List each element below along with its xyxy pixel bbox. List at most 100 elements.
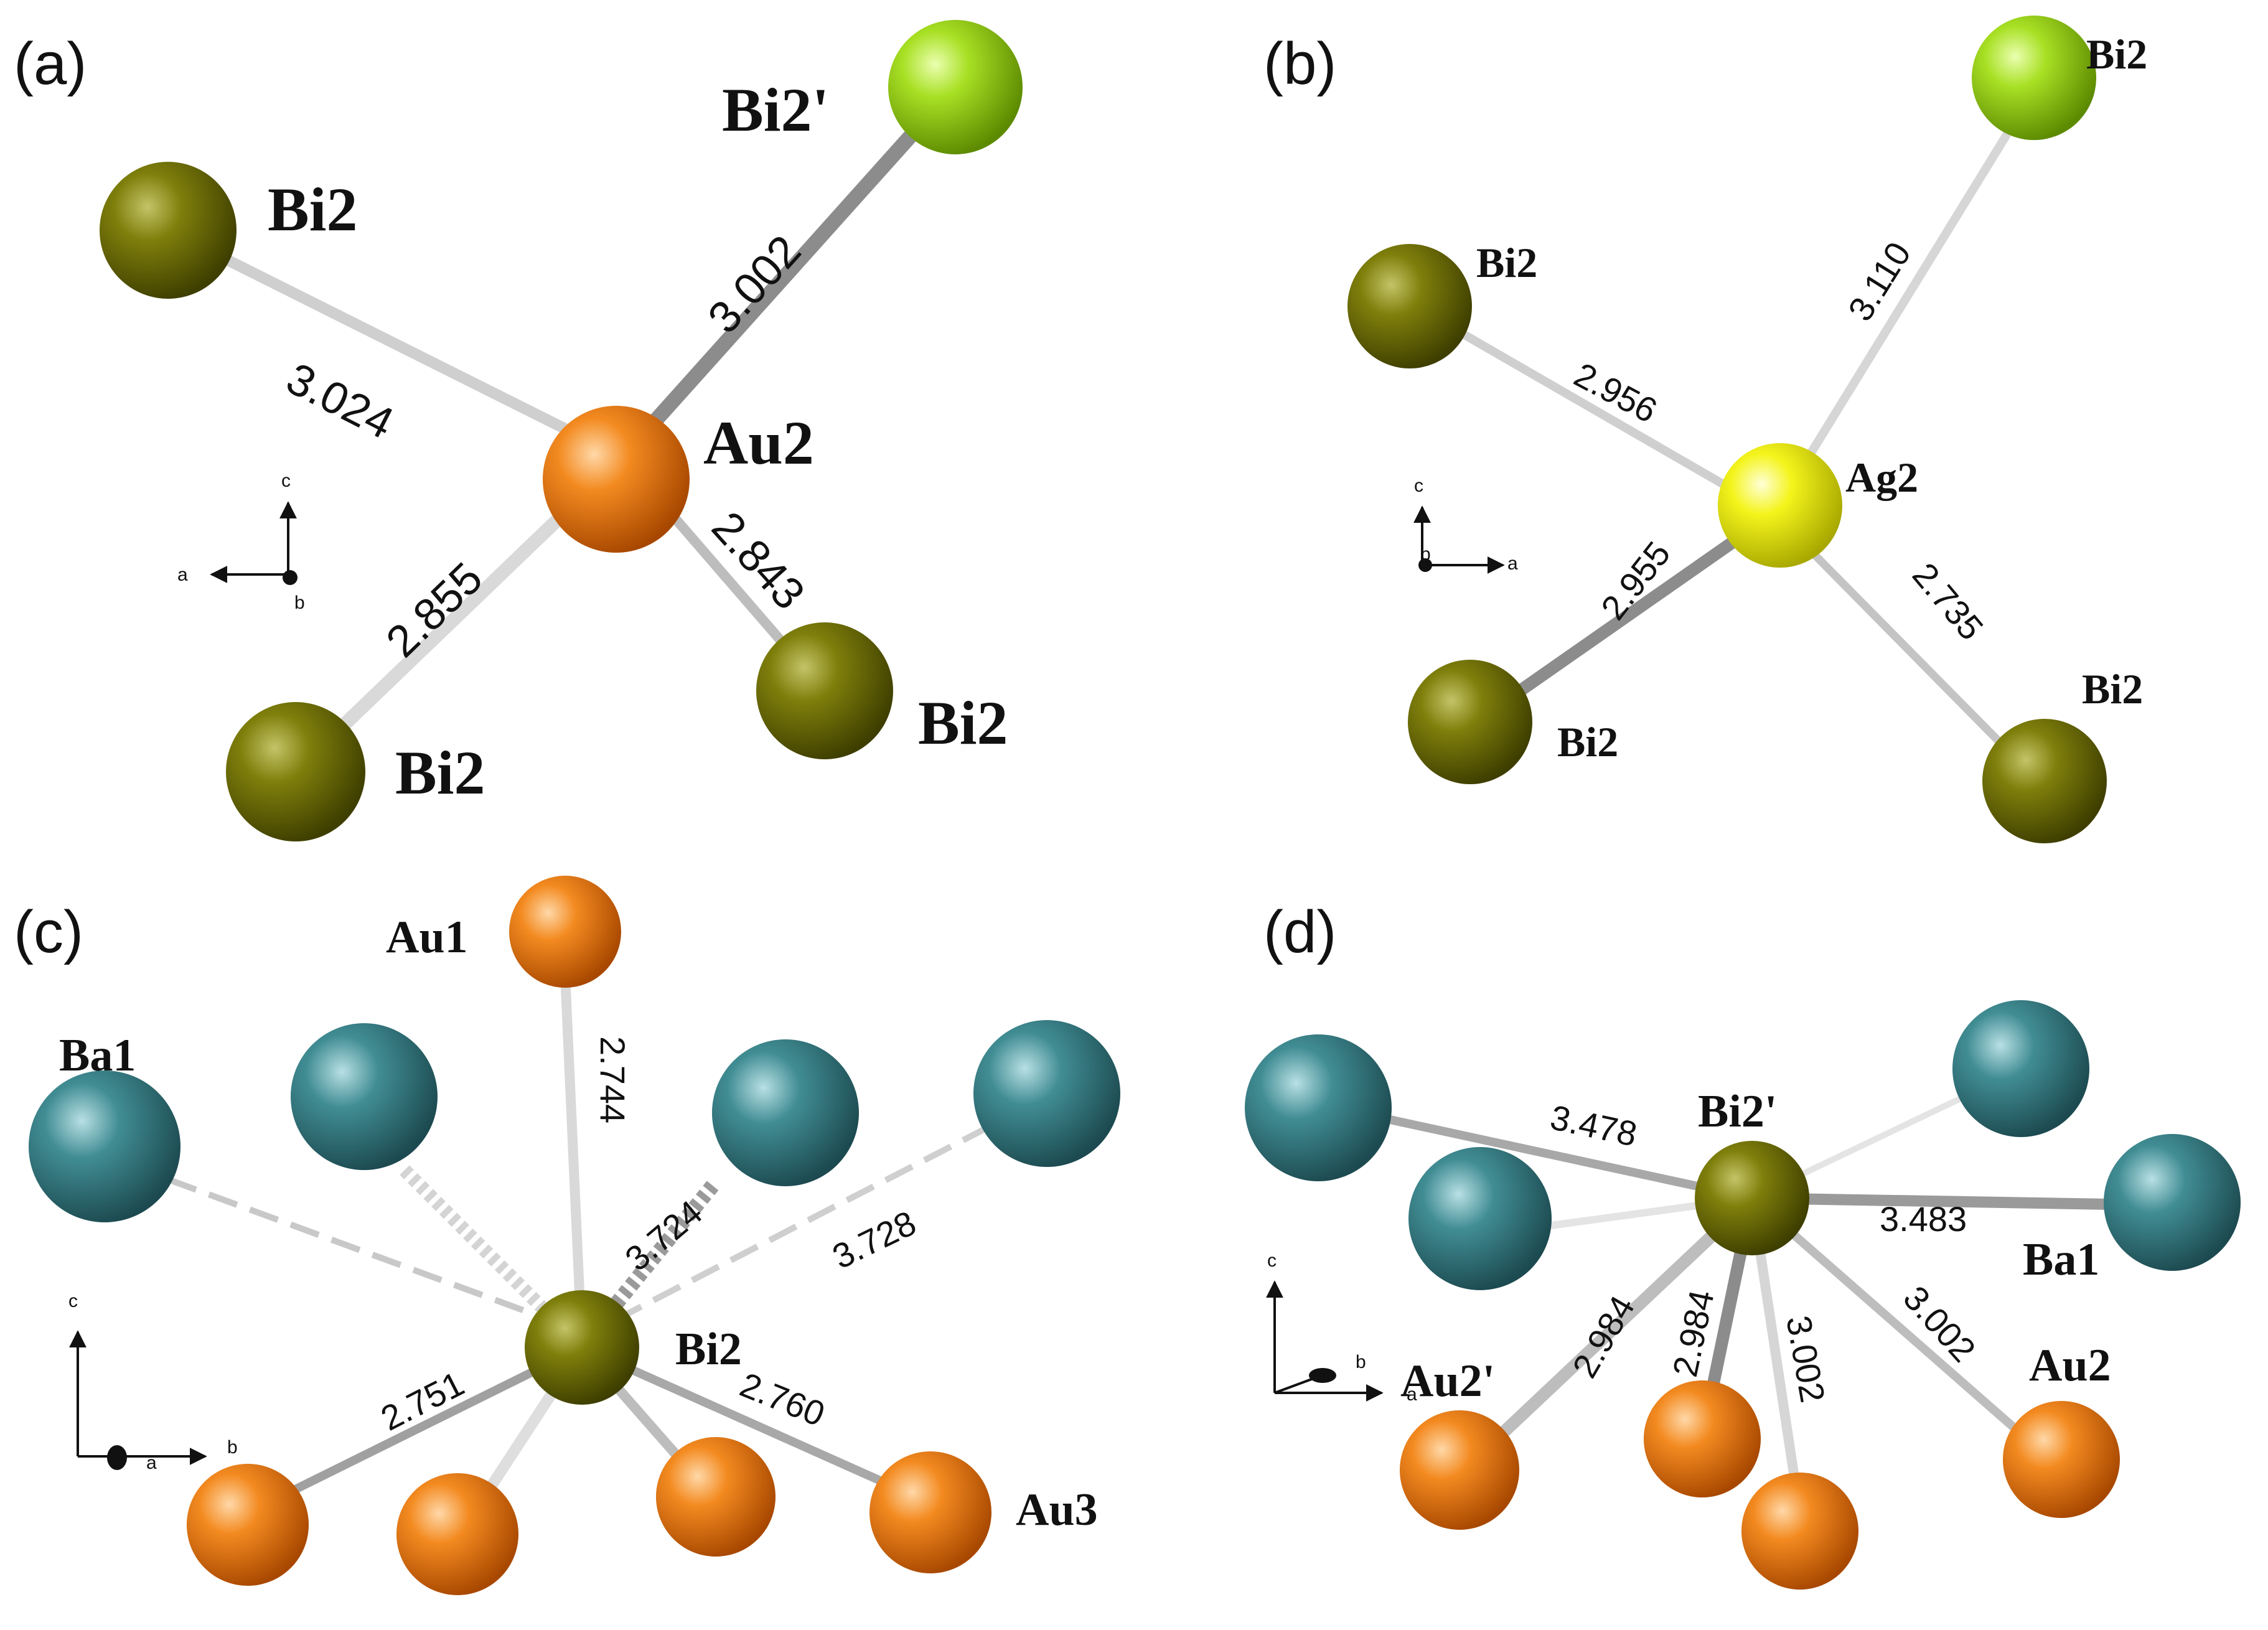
label-a-bi2-ll: Bi2 — [395, 738, 485, 807]
dist-b-ur: 3.110 — [1840, 235, 1918, 328]
axis-d-c: c — [1267, 1250, 1277, 1271]
bond-d-ba-r — [1751, 1192, 2111, 1210]
label-a-au2: Au2 — [703, 408, 814, 477]
atom-b-ag2 — [1718, 443, 1842, 568]
panel-a: (a) Bi2 Bi2' Au2 Bi2 Bi2 3.002 3.024 2.8… — [14, 20, 1023, 841]
axes-c: c b a — [68, 1291, 238, 1473]
bond-d-ba-ul — [1377, 1113, 1753, 1202]
axis-b-c: c — [1414, 475, 1423, 496]
atom-d-au2prime — [1400, 1410, 1519, 1530]
label-a-bi2prime: Bi2' — [722, 75, 829, 144]
atom-b-bi2-ur — [1972, 16, 2096, 140]
axis-a-b: b — [294, 593, 305, 613]
bond-c-au-left — [259, 1343, 584, 1511]
label-b-bi2-ur: Bi2 — [2086, 30, 2147, 78]
axes-a: c a b — [177, 471, 305, 613]
label-b-bi2-ll: Bi2 — [1557, 718, 1618, 766]
atom-c-au-left — [187, 1464, 309, 1586]
dist-a-ul: 3.024 — [279, 354, 401, 449]
label-d-au2prime: Au2' — [1400, 1356, 1495, 1407]
label-a-bi2-ul: Bi2 — [268, 175, 357, 244]
axis-b-b: b — [1420, 544, 1431, 564]
dist-b-lr: 2.735 — [1905, 555, 1991, 647]
panel-b-label: (b) — [1263, 30, 1336, 97]
panel-b: (b) Bi2 Bi2 Ag2 Bi2 Bi2 3.110 2.956 2.95… — [1263, 16, 2147, 843]
atom-c-ba-midleft — [291, 1023, 438, 1170]
axes-d: c a b — [1266, 1250, 1417, 1405]
atom-b-bi2-lr — [1982, 719, 2107, 843]
bond-b-ll — [1481, 508, 1778, 721]
atom-b-bi2-ul — [1347, 244, 1472, 368]
label-c-ba1: Ba1 — [59, 1030, 136, 1081]
axis-b-a: a — [1507, 553, 1518, 574]
bond-b-ul — [1410, 301, 1776, 518]
label-d-ba1: Ba1 — [2023, 1234, 2099, 1285]
panel-c-label: (c) — [14, 899, 83, 965]
dist-a-lr: 2.843 — [702, 502, 814, 619]
panel-b-bonds — [1410, 131, 2020, 762]
dist-a-ur: 3.002 — [698, 226, 810, 342]
axis-d-b: b — [1356, 1352, 1366, 1372]
axis-c-a: a — [146, 1453, 157, 1473]
atom-d-au-midleft — [1644, 1380, 1761, 1497]
bond-d-au-left — [1477, 1193, 1756, 1458]
panel-d: (d) Bi2' Ba1 Au2' Au2 3.478 3.483 2.984 … — [1245, 899, 2241, 1590]
atom-c-au-midleft — [396, 1473, 518, 1595]
dist-d-au1: 2.984 — [1565, 1289, 1642, 1384]
atom-d-ba1-r — [2104, 1134, 2241, 1271]
atom-a-bi2-ul — [100, 162, 237, 299]
axis-c-c: c — [68, 1291, 78, 1311]
label-b-bi2-ul: Bi2 — [1476, 239, 1537, 286]
dist-d-au4: 3.002 — [1896, 1278, 1984, 1369]
atom-a-bi2-ll — [226, 702, 365, 841]
bond-c-ba-midleft — [400, 1165, 546, 1312]
bond-c-ba-right — [621, 1123, 991, 1319]
label-d-au2: Au2 — [2029, 1340, 2111, 1391]
label-c-bi2: Bi2 — [675, 1324, 742, 1375]
atom-c-au1 — [509, 876, 621, 988]
atom-b-bi2-ll — [1408, 660, 1532, 784]
dist-c-ba-right: 3.728 — [827, 1203, 922, 1276]
axes-b: c a b — [1413, 475, 1518, 574]
atom-d-au-mid — [1741, 1473, 1858, 1590]
axis-d-a: a — [1407, 1384, 1417, 1405]
dist-c-top: 2.744 — [593, 1036, 632, 1123]
bond-c-au-right — [580, 1343, 904, 1495]
bond-c-ba-mid — [610, 1181, 719, 1309]
atom-c-ba1-left — [29, 1070, 180, 1222]
label-b-bi2-lr: Bi2 — [2082, 665, 2143, 713]
atom-d-ba-ur — [1952, 1000, 2089, 1137]
panel-c: (c) Au1 Ba1 Bi2 Au3 2.744 3.724 3.728 2.… — [14, 876, 1120, 1595]
axis-a-c: c — [281, 471, 291, 491]
panel-a-label: (a) — [14, 30, 87, 97]
atom-a-bi2-lr — [756, 622, 893, 759]
axis-c-b: b — [227, 1437, 238, 1458]
atom-d-ba-ul — [1245, 1034, 1392, 1181]
axis-a-a: a — [177, 564, 188, 585]
label-d-bi2prime: Bi2' — [1698, 1086, 1777, 1137]
atom-c-ba-right — [973, 1020, 1120, 1167]
atom-d-ba-ll — [1408, 1147, 1552, 1290]
dist-d-ba-left: 3.478 — [1547, 1097, 1641, 1154]
label-b-ag2: Ag2 — [1845, 454, 1918, 501]
atom-c-bi2 — [525, 1290, 639, 1405]
atom-d-bi2prime — [1695, 1141, 1809, 1255]
bond-c-ba-left — [167, 1176, 583, 1335]
bond-b-ur — [1770, 131, 2011, 516]
bond-a-ul — [202, 243, 626, 463]
label-a-bi2-lr: Bi2 — [918, 688, 1008, 757]
bond-a-ur — [617, 91, 952, 463]
panel-d-label: (d) — [1263, 899, 1336, 965]
atom-c-au3 — [869, 1451, 991, 1573]
dist-d-au3: 3.002 — [1779, 1313, 1832, 1405]
atom-c-au-midright — [656, 1437, 776, 1557]
atom-c-ba-mid — [712, 1039, 859, 1186]
dist-d-ba-right: 3.483 — [1880, 1199, 1967, 1239]
label-c-au1: Au1 — [386, 912, 468, 963]
bond-c-top — [558, 933, 587, 1348]
atom-a-bi2prime-ur — [888, 20, 1023, 154]
atom-a-au2 — [543, 406, 690, 553]
atom-d-au2 — [2003, 1401, 2120, 1518]
bond-d-au-right — [1749, 1194, 2032, 1445]
